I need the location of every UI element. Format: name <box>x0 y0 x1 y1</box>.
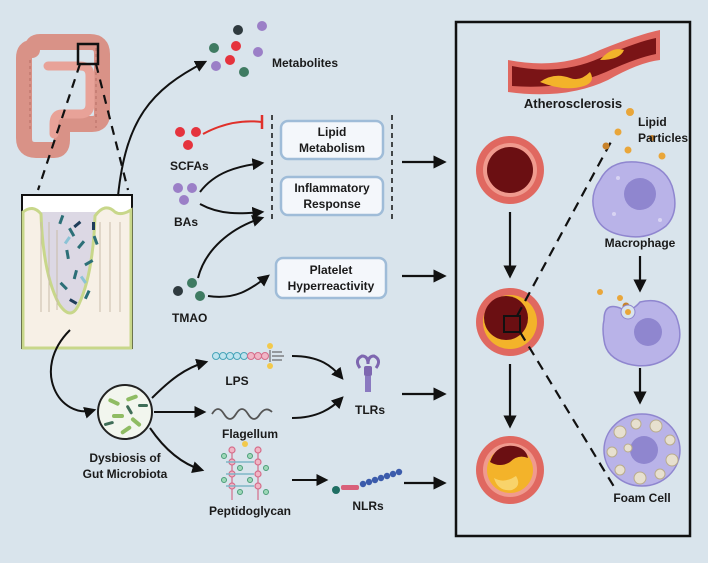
lipid-particles-label-2: Particles <box>638 131 688 145</box>
villus-crosssection-icon <box>21 194 133 350</box>
atherosclerosis-title: Atherosclerosis <box>524 96 622 111</box>
svg-text:Metabolism: Metabolism <box>299 141 365 155</box>
metabolites-dots <box>209 21 267 77</box>
zoom-line-right <box>94 63 130 191</box>
tlr-receptor-icon <box>355 354 381 392</box>
lps-molecule-icon <box>212 343 284 369</box>
inflammatory-response-box: Inflammatory Response <box>279 175 385 217</box>
arrow-lps-tlrs <box>291 355 344 380</box>
arrow-ba-lipid <box>199 158 265 193</box>
metabolites-label: Metabolites <box>272 56 338 70</box>
dysbiosis-label-1: Dysbiosis of <box>89 451 161 465</box>
lipid-particles-dots <box>602 108 666 160</box>
nlr-receptor-icon <box>332 468 403 494</box>
flagellum-label: Flagellum <box>222 427 278 441</box>
arrow-to-lps <box>151 358 209 399</box>
bas-label: BAs <box>174 215 198 229</box>
zoom-connector-bottom <box>519 331 617 491</box>
dysbiosis-label-2: Gut Microbiota <box>83 467 168 481</box>
arrow-tmao-inflammatory <box>197 215 265 279</box>
tmao-label: TMAO <box>172 311 207 325</box>
arrow-tmao-platelet <box>207 274 270 298</box>
macrophage-uptake-icon <box>597 289 681 367</box>
vessel-crosssection-early-plaque <box>476 288 544 356</box>
arrow-to-dysbiosis <box>50 329 97 419</box>
zoom-box <box>76 42 100 66</box>
vessel-crosssection-healthy <box>476 136 544 204</box>
vessel-crosssection-advanced-plaque <box>476 436 544 504</box>
scfas-label: SCFAs <box>170 159 209 173</box>
flagellum-icon <box>211 408 273 420</box>
macrophage-icon <box>592 161 676 238</box>
peptidoglycan-label: Peptidoglycan <box>209 504 291 518</box>
foam-cell-label: Foam Cell <box>613 491 670 505</box>
platelet-hyperreactivity-box: Platelet Hyperreactivity <box>274 256 388 300</box>
nlrs-label: NLRs <box>352 499 384 513</box>
macrophage-label: Macrophage <box>605 236 676 250</box>
svg-text:Hyperreactivity: Hyperreactivity <box>288 279 375 293</box>
scfas-dots <box>175 127 201 150</box>
artery-plaque-icon <box>508 30 660 95</box>
svg-text:Platelet: Platelet <box>310 263 353 277</box>
arrow-flagellum-tlrs <box>291 396 344 419</box>
lipid-particles-label-1: Lipid <box>638 115 667 129</box>
tlrs-label: TLRs <box>355 403 385 417</box>
arrow-to-metabolites <box>117 60 208 197</box>
svg-text:Inflammatory: Inflammatory <box>294 181 370 195</box>
peptidoglycan-icon <box>221 441 269 500</box>
svg-text:Response: Response <box>303 197 361 211</box>
bas-dots <box>173 183 197 205</box>
lipid-metabolism-box: Lipid Metabolism <box>279 119 385 161</box>
intestine-icon <box>15 34 110 158</box>
zoom-line-left <box>36 63 82 191</box>
arrow-to-peptidoglycan <box>149 427 205 473</box>
lps-label: LPS <box>225 374 248 388</box>
foam-cell-icon <box>603 413 681 487</box>
arrow-ba-inflammatory <box>199 203 265 219</box>
svg-text:Lipid: Lipid <box>318 125 347 139</box>
scfa-inhibit-line <box>202 120 263 135</box>
tmao-dots <box>173 278 205 301</box>
bacteria-culture-icon <box>97 384 153 440</box>
